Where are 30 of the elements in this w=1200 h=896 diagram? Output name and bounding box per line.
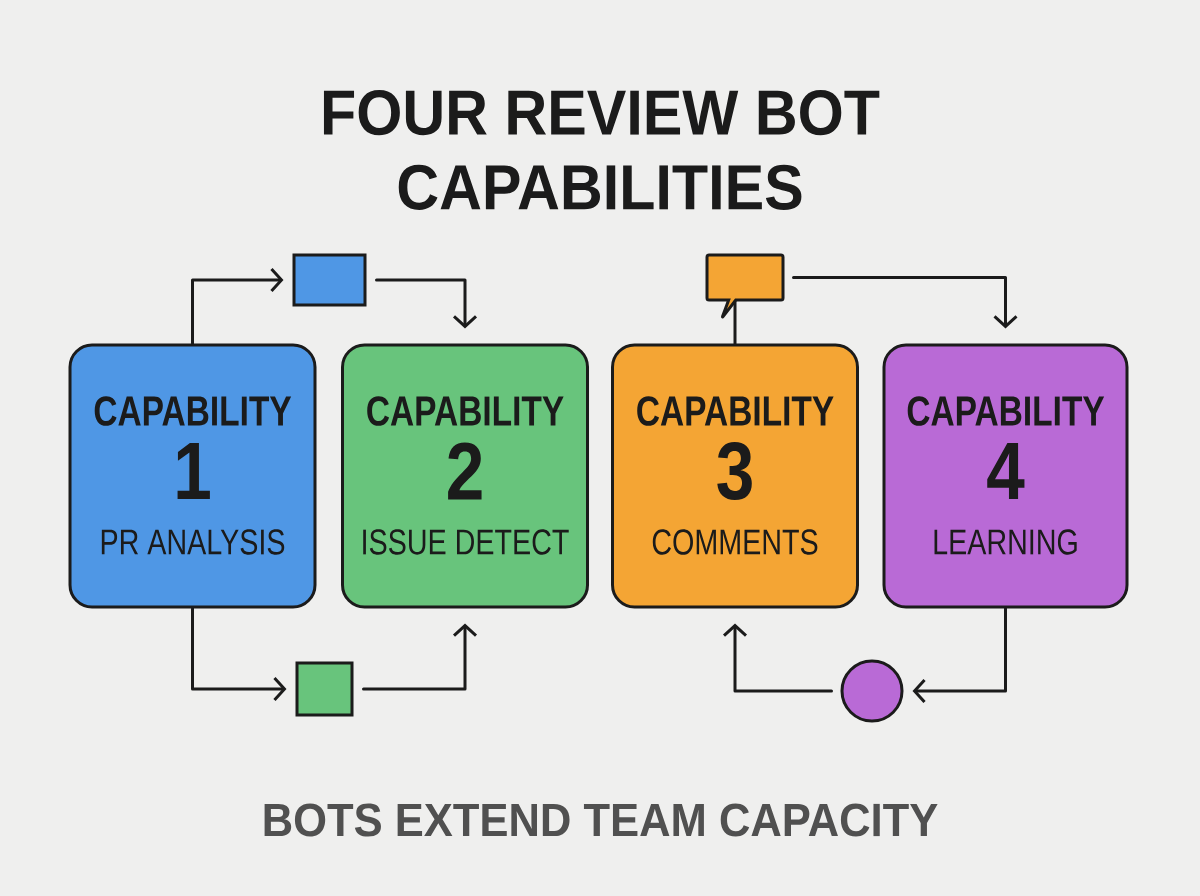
capability-card [68,343,317,609]
capability-card [341,343,589,609]
square-icon [295,661,354,717]
arrow [362,623,477,691]
card-heading: CAPABILITY [907,396,1105,426]
card-number: 2 [448,442,482,500]
speech-bubble-icon [705,253,785,319]
card-label: LEARNING [934,529,1077,555]
arrow [191,607,287,701]
card-heading: CAPABILITY [637,396,834,426]
title: FOUR REVIEW BOT CAPABILITIES [323,90,880,210]
card-number: 4 [987,442,1025,500]
arrow [375,278,477,329]
card-number: 3 [717,442,752,500]
card-number: 1 [177,442,210,500]
capability-card [882,343,1129,609]
card-label: COMMENTS [652,529,818,555]
card-heading: CAPABILITY [94,396,292,426]
capability-card [611,343,859,609]
card-label: PR ANALYSIS [101,529,285,555]
card-heading: CAPABILITY [367,396,564,426]
square-icon [292,253,367,307]
caption: BOTS EXTEND TEAM CAPACITY [264,803,938,837]
card-label: ISSUE DETECT [363,529,569,555]
arrow [792,276,1018,329]
connector-line [733,300,737,345]
arrow [912,607,1007,703]
circle-icon [840,659,904,723]
arrow [723,623,833,693]
arrow [191,268,284,345]
